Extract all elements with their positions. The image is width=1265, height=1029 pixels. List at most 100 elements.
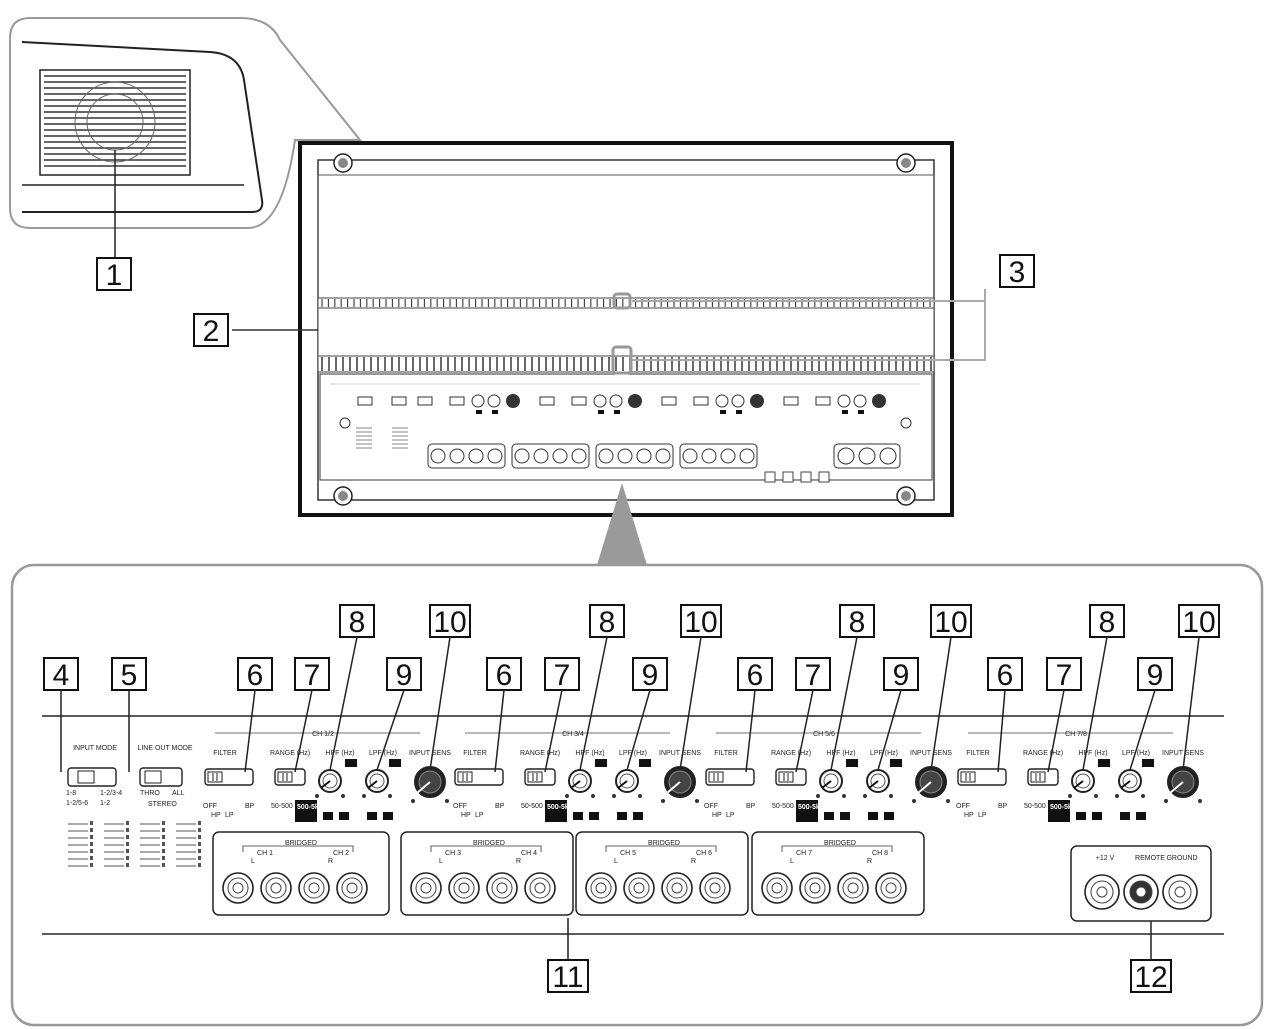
callout-4: 4 — [43, 657, 79, 692]
legend-dot — [162, 828, 165, 832]
hpf-knob-dot — [591, 794, 595, 798]
hpf-knob-dot — [315, 794, 319, 798]
leader-line — [830, 636, 858, 771]
channel-label: CH 7/8 — [1065, 731, 1087, 738]
leader-line — [294, 689, 313, 773]
channel-label: CH 3/4 — [562, 731, 584, 738]
value-chip — [736, 410, 742, 414]
filter-switch-thumb — [960, 771, 976, 783]
terminal-core — [1135, 886, 1147, 898]
callout-6-box — [737, 657, 773, 691]
value-chip — [339, 812, 349, 820]
lpf-knob-pointer — [1120, 780, 1131, 789]
terminal-core — [420, 882, 432, 894]
callout-9-box — [1137, 657, 1173, 691]
leader-line — [997, 689, 1006, 773]
terminal-block — [595, 443, 674, 469]
channel-label: CH 1 — [257, 850, 273, 857]
bridged-bracket — [781, 845, 893, 852]
input-sens-label: INPUT SENS — [1162, 750, 1204, 757]
terminal-icon — [571, 448, 587, 464]
legend-dot — [90, 863, 93, 867]
hpf-knob-pointer — [320, 780, 331, 789]
callout-6: 6 — [237, 657, 273, 692]
filter-option: HP — [964, 812, 974, 819]
leader-line — [244, 689, 256, 773]
hpf-knob-pointer — [1073, 780, 1084, 789]
value-chip — [884, 812, 894, 820]
input-sens-knob-dot — [1164, 799, 1168, 803]
range-switch-thumb — [1030, 771, 1046, 783]
terminal-core — [771, 882, 783, 894]
lpf-chip — [389, 759, 401, 767]
switch-icon — [571, 396, 587, 406]
terminal-icon — [858, 447, 876, 465]
switch-icon — [783, 396, 799, 406]
callout-9-number: 9 — [1147, 659, 1164, 692]
switch-icon — [815, 396, 831, 406]
callout-7: 7 — [1046, 657, 1082, 692]
callout-6: 6 — [987, 657, 1023, 692]
input-sens-knob-pointer — [666, 781, 681, 794]
callout-3: 3 — [999, 254, 1035, 289]
terminal-icon — [533, 448, 549, 464]
hpf-knob-dot — [565, 794, 569, 798]
callout-8-number: 8 — [599, 606, 616, 639]
callout-10: 10 — [429, 604, 471, 639]
knob-icon — [593, 394, 607, 408]
terminal-block — [679, 443, 758, 469]
callout-8-number: 8 — [1099, 606, 1116, 639]
callout-2-box — [193, 313, 229, 347]
terminal-core — [232, 882, 244, 894]
range-option: 500-5k — [1050, 804, 1072, 811]
remote-label: REMOTE — [1135, 855, 1165, 862]
filter-option: HP — [461, 812, 471, 819]
callout-10-box — [1178, 604, 1220, 638]
callout-2: 2 — [193, 313, 229, 348]
terminal-core — [595, 882, 607, 894]
hpf-knob-dot — [816, 794, 820, 798]
terminal-icon — [879, 447, 897, 465]
terminal-icon — [552, 448, 568, 464]
terminal-icon — [636, 448, 652, 464]
leader-line — [1182, 636, 1200, 771]
callout-6: 6 — [486, 657, 522, 692]
terminal-core — [308, 882, 320, 894]
lpf-knob-dot — [1115, 794, 1119, 798]
terminal-block — [427, 443, 506, 469]
screw-icon — [339, 417, 351, 429]
value-chip — [720, 410, 726, 414]
value-chip — [1076, 812, 1086, 820]
callout-7-number: 7 — [554, 659, 571, 692]
range-label: RANGE (Hz) — [771, 750, 811, 757]
input-mode-option: 1-8 — [66, 790, 76, 797]
leader-line — [626, 689, 651, 771]
callout-9-number: 9 — [396, 659, 413, 692]
lpf-chip — [1142, 759, 1154, 767]
knob-icon — [731, 394, 745, 408]
callout-11-number: 11 — [552, 961, 583, 994]
input-sens-knob-dot — [695, 799, 699, 803]
filter-option: LP — [726, 812, 735, 819]
switch-icon — [661, 396, 677, 406]
callout-5: 5 — [111, 657, 147, 692]
value-chip — [492, 410, 498, 414]
hpf-knob-dot — [341, 794, 345, 798]
callout-12-number: 12 — [1134, 961, 1167, 994]
terminal-core — [534, 882, 546, 894]
lpf-knob-dot — [889, 794, 893, 798]
terminal-icon — [430, 448, 446, 464]
line-out-option: ALL — [172, 790, 185, 797]
value-chip — [573, 812, 583, 820]
hpf-label: HPF (Hz) — [575, 750, 604, 757]
line-out-thumb — [144, 770, 162, 784]
lpf-knob-dot — [612, 794, 616, 798]
terminal-core — [633, 882, 645, 894]
legend-dot — [90, 842, 93, 846]
left-label: L — [439, 858, 443, 865]
terminal-icon — [701, 448, 717, 464]
